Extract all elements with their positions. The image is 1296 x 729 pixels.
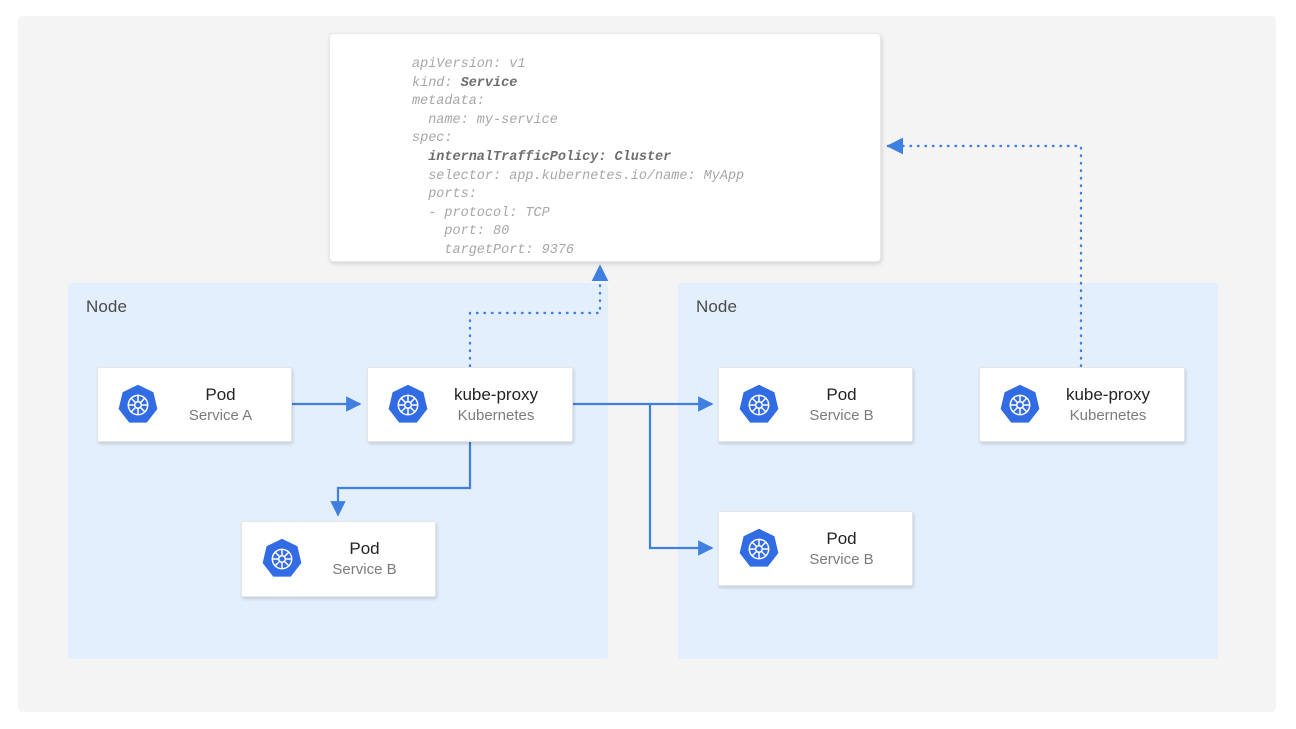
manifest-line: internalTrafficPolicy: Cluster <box>412 149 744 168</box>
card-title: kube-proxy <box>1066 384 1150 406</box>
card-kube-proxy-left[interactable]: kube-proxy Kubernetes <box>367 367 573 442</box>
manifest-line-emphasis: Service <box>461 76 518 91</box>
card-subtitle: Kubernetes <box>1070 406 1147 426</box>
card-pod-service-b-right-top[interactable]: Pod Service B <box>718 367 913 442</box>
card-text: Pod Service B <box>304 538 435 579</box>
card-kube-proxy-right[interactable]: kube-proxy Kubernetes <box>979 367 1185 442</box>
service-manifest-card: apiVersion: v1kind: Servicemetadata: nam… <box>329 33 881 262</box>
card-text: Pod Service A <box>160 384 291 425</box>
card-subtitle: Service A <box>189 406 252 426</box>
kubernetes-logo-icon <box>737 527 781 571</box>
manifest-line: selector: app.kubernetes.io/name: MyApp <box>412 168 744 187</box>
card-title: Pod <box>826 384 856 406</box>
card-subtitle: Service B <box>332 560 396 580</box>
node-label-right: Node <box>696 297 737 317</box>
manifest-line: spec: <box>412 130 744 149</box>
card-title: kube-proxy <box>454 384 538 406</box>
card-pod-service-b-left[interactable]: Pod Service B <box>241 521 436 597</box>
card-subtitle: Service B <box>809 550 873 570</box>
card-subtitle: Service B <box>809 406 873 426</box>
card-title: Pod <box>349 538 379 560</box>
card-text: Pod Service B <box>781 528 912 569</box>
card-subtitle: Kubernetes <box>458 406 535 426</box>
node-label-left: Node <box>86 297 127 317</box>
card-text: Pod Service B <box>781 384 912 425</box>
card-text: kube-proxy Kubernetes <box>1042 384 1184 425</box>
card-title: Pod <box>205 384 235 406</box>
manifest-line: name: my-service <box>412 112 744 131</box>
manifest-line: ports: <box>412 186 744 205</box>
node-group-left <box>68 283 608 659</box>
manifest-line: - protocol: TCP <box>412 205 744 224</box>
card-pod-service-b-right-bottom[interactable]: Pod Service B <box>718 511 913 586</box>
service-manifest-text: apiVersion: v1kind: Servicemetadata: nam… <box>412 56 744 261</box>
manifest-line-emphasis: internalTrafficPolicy: Cluster <box>428 150 671 165</box>
kubernetes-logo-icon <box>386 383 430 427</box>
card-text: kube-proxy Kubernetes <box>430 384 572 425</box>
manifest-line: targetPort: 9376 <box>412 242 744 261</box>
node-group-right <box>678 283 1218 659</box>
manifest-line: kind: Service <box>412 75 744 94</box>
card-title: Pod <box>826 528 856 550</box>
kubernetes-logo-icon <box>737 383 781 427</box>
card-pod-service-a[interactable]: Pod Service A <box>97 367 292 442</box>
kubernetes-logo-icon <box>116 383 160 427</box>
manifest-line: metadata: <box>412 93 744 112</box>
manifest-line: port: 80 <box>412 223 744 242</box>
kubernetes-logo-icon <box>998 383 1042 427</box>
manifest-line: apiVersion: v1 <box>412 56 744 75</box>
kubernetes-logo-icon <box>260 537 304 581</box>
